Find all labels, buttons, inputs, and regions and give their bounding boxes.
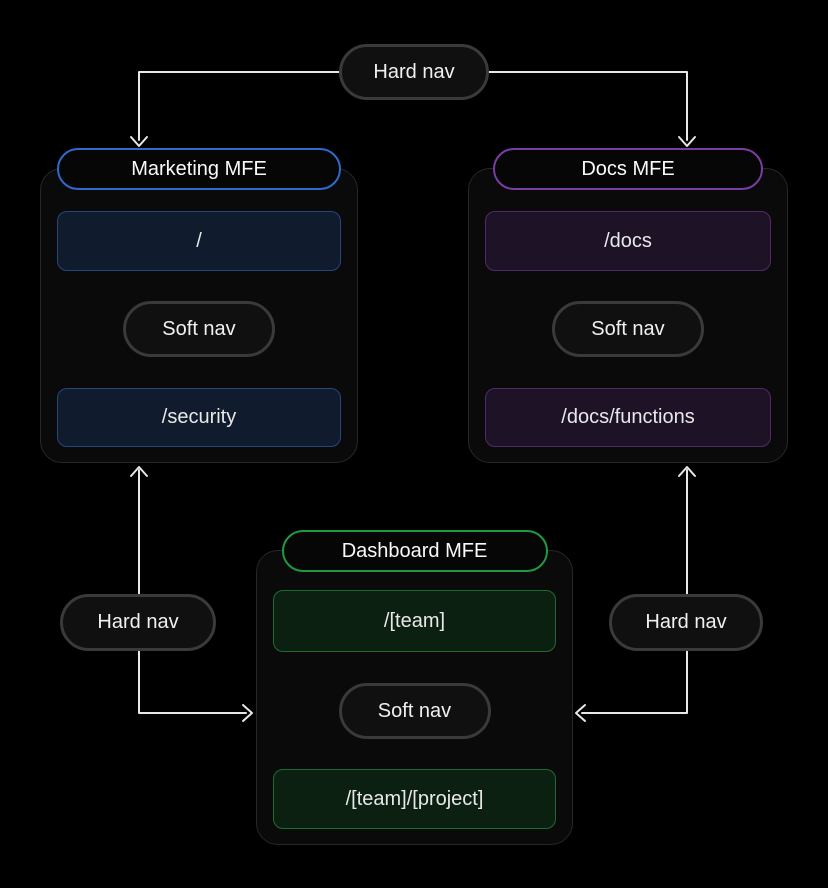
marketing-mfe-title: Marketing MFE — [57, 148, 341, 190]
soft-nav-pill-marketing: Soft nav — [123, 301, 275, 357]
route-pill-docs: /docs — [485, 211, 771, 271]
hard-nav-pill-right: Hard nav — [609, 594, 763, 651]
hard-nav-arrow-docs-dashboard — [575, 466, 696, 722]
hard-nav-label: Hard nav — [97, 611, 179, 633]
route-pill-root: / — [57, 211, 341, 271]
dashboard-mfe-title: Dashboard MFE — [281, 530, 548, 572]
hard-nav-arrow-to-docs — [467, 71, 696, 147]
marketing-mfe-card: Marketing MFE / Soft nav /security — [40, 148, 358, 463]
route-pill-docs-functions: /docs/functions — [485, 388, 771, 447]
dashboard-mfe-card: Dashboard MFE /[team] Soft nav /[team]/[… — [256, 530, 573, 845]
hard-nav-arrow-marketing-dashboard — [130, 466, 253, 722]
hard-nav-pill-left: Hard nav — [60, 594, 216, 651]
hard-nav-pill-top: Hard nav — [339, 44, 489, 100]
hard-nav-label: Hard nav — [373, 60, 455, 83]
soft-nav-pill-dashboard: Soft nav — [338, 683, 491, 739]
route-pill-team-project: /[team]/[project] — [273, 769, 556, 829]
soft-nav-pill-docs: Soft nav — [552, 301, 704, 357]
route-pill-team: /[team] — [273, 590, 556, 652]
hard-nav-label: Hard nav — [645, 611, 727, 633]
hard-nav-arrow-to-marketing — [130, 71, 361, 147]
docs-mfe-card: Docs MFE /docs Soft nav /docs/functions — [468, 148, 788, 463]
route-pill-security: /security — [57, 388, 341, 447]
docs-mfe-title: Docs MFE — [493, 148, 763, 190]
